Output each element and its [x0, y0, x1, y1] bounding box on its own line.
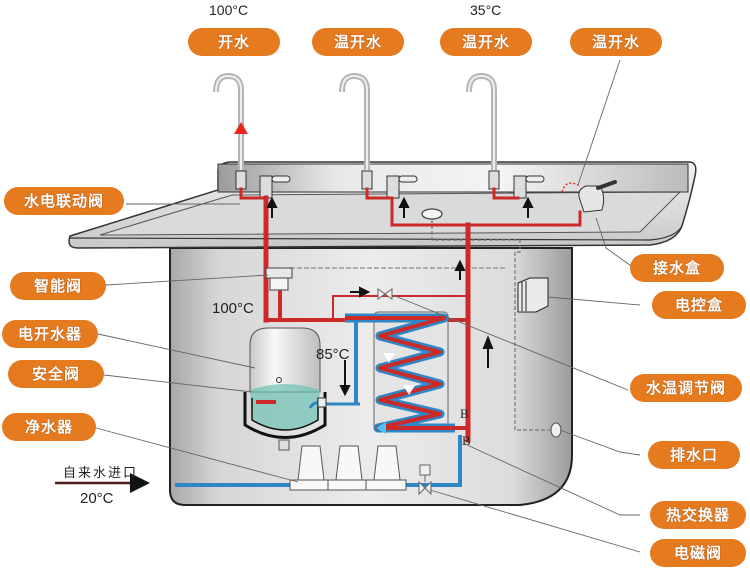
label-linked-valve: 水电联动阀 [4, 187, 124, 215]
label-warm-water-1: 温开水 [312, 28, 404, 56]
boiling-temp-label: 100°C [209, 2, 249, 18]
leader-lines [95, 59, 641, 553]
label-control-box: 电控盒 [652, 291, 746, 319]
boiler-out-temp: 100°C [212, 300, 254, 317]
drain-outlet [550, 422, 562, 438]
hx-marker-b1: B [460, 406, 469, 421]
water-purifier [289, 445, 407, 491]
flow-arrows [266, 196, 534, 397]
solenoid-valve [418, 464, 432, 496]
backsplash [217, 163, 689, 193]
label-temp-adjust-valve: 水温调节阀 [630, 374, 742, 402]
smart-valve [265, 267, 293, 291]
label-warm-water-3: 温开水 [570, 28, 662, 56]
temp-adjust-valve [377, 288, 393, 300]
label-solenoid-valve: 电磁阀 [650, 539, 746, 567]
label-safety-valve: 安全阀 [8, 360, 104, 388]
label-warm-water-2: 温开水 [440, 28, 532, 56]
warm-temp-label: 35°C [470, 2, 502, 18]
faucet-warm-1 [339, 72, 418, 199]
drain-pipe-dashed [431, 219, 552, 431]
hot-water-up-arrow [234, 122, 248, 134]
faucet-warm-2 [466, 72, 545, 199]
label-smart-valve: 智能阀 [10, 272, 106, 300]
label-drip-tray: 接水盒 [630, 254, 724, 282]
hx-marker-b2: B [462, 433, 471, 448]
sink-edge [69, 225, 683, 241]
boiler-tank [243, 327, 360, 451]
faucet-boiling [213, 72, 291, 199]
label-heat-exchanger: 热交换器 [650, 501, 746, 529]
inlet-temp: 20°C [80, 490, 114, 507]
label-electric-boiler: 电开水器 [2, 320, 98, 348]
label-drain-outlet: 排水口 [648, 441, 740, 469]
sink-drain [421, 208, 443, 220]
label-water-purifier: 净水器 [2, 413, 96, 441]
cabinet-body [169, 247, 573, 506]
control-box [517, 277, 549, 313]
label-boiling-water: 开水 [188, 28, 280, 56]
heat-exchanger [345, 311, 470, 434]
return-temp: 85°C [316, 346, 350, 363]
inlet-label: 自来水进口 [63, 466, 139, 481]
